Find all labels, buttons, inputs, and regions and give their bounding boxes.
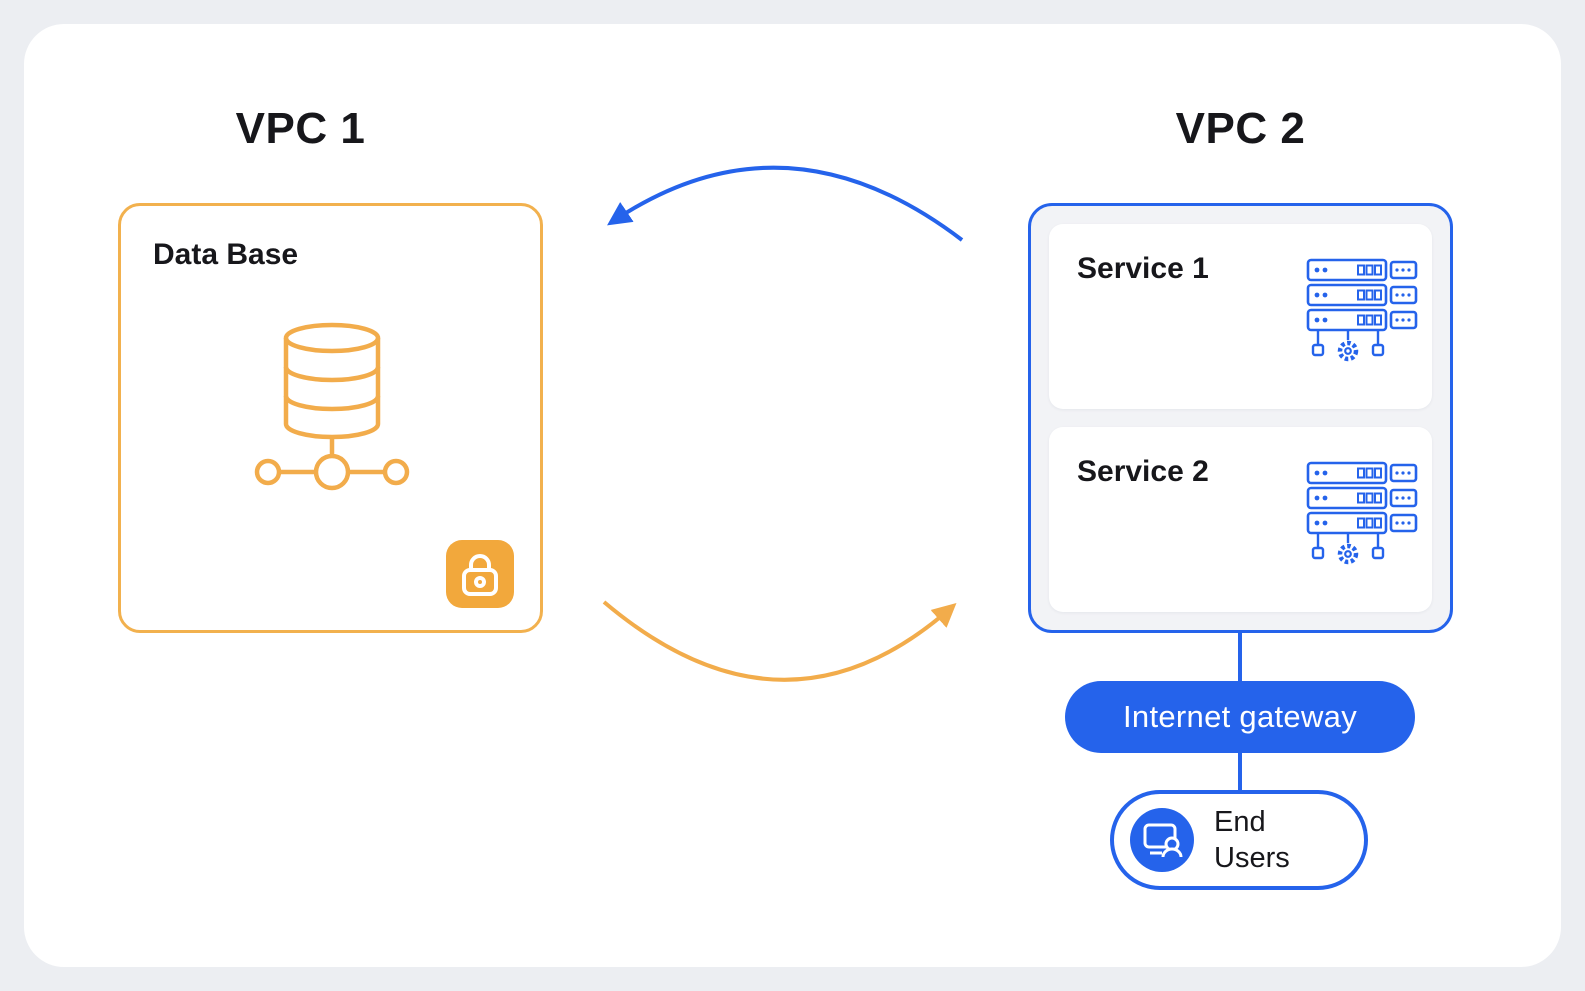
server-rack-icon bbox=[1306, 258, 1418, 362]
service-2-card: Service 2 bbox=[1049, 427, 1432, 612]
vpc2-gateway-connector bbox=[1238, 633, 1242, 683]
vpc1-title: VPC 1 bbox=[235, 104, 366, 153]
end-users-node: End Users bbox=[1110, 790, 1368, 890]
service-2-label: Service 2 bbox=[1077, 455, 1209, 488]
vpc2-title: VPC 2 bbox=[1175, 104, 1306, 153]
service-1-label: Service 1 bbox=[1077, 252, 1209, 285]
internet-gateway-label: Internet gateway bbox=[1123, 699, 1357, 734]
lock-badge bbox=[446, 540, 514, 608]
service-1-card: Service 1 bbox=[1049, 224, 1432, 409]
internet-gateway-node: Internet gateway bbox=[1065, 681, 1415, 753]
server-rack-icon bbox=[1306, 461, 1418, 565]
end-users-label: End Users bbox=[1214, 805, 1290, 874]
gateway-endusers-connector bbox=[1238, 751, 1242, 792]
database-label: Data Base bbox=[153, 238, 299, 271]
vpc2-box: Service 1 bbox=[1028, 203, 1453, 633]
lock-icon bbox=[462, 554, 498, 596]
database-network-icon bbox=[254, 322, 410, 491]
end-users-avatar bbox=[1130, 808, 1194, 872]
vpc1-box: Data Base bbox=[118, 203, 543, 633]
end-users-icon bbox=[1143, 823, 1183, 858]
